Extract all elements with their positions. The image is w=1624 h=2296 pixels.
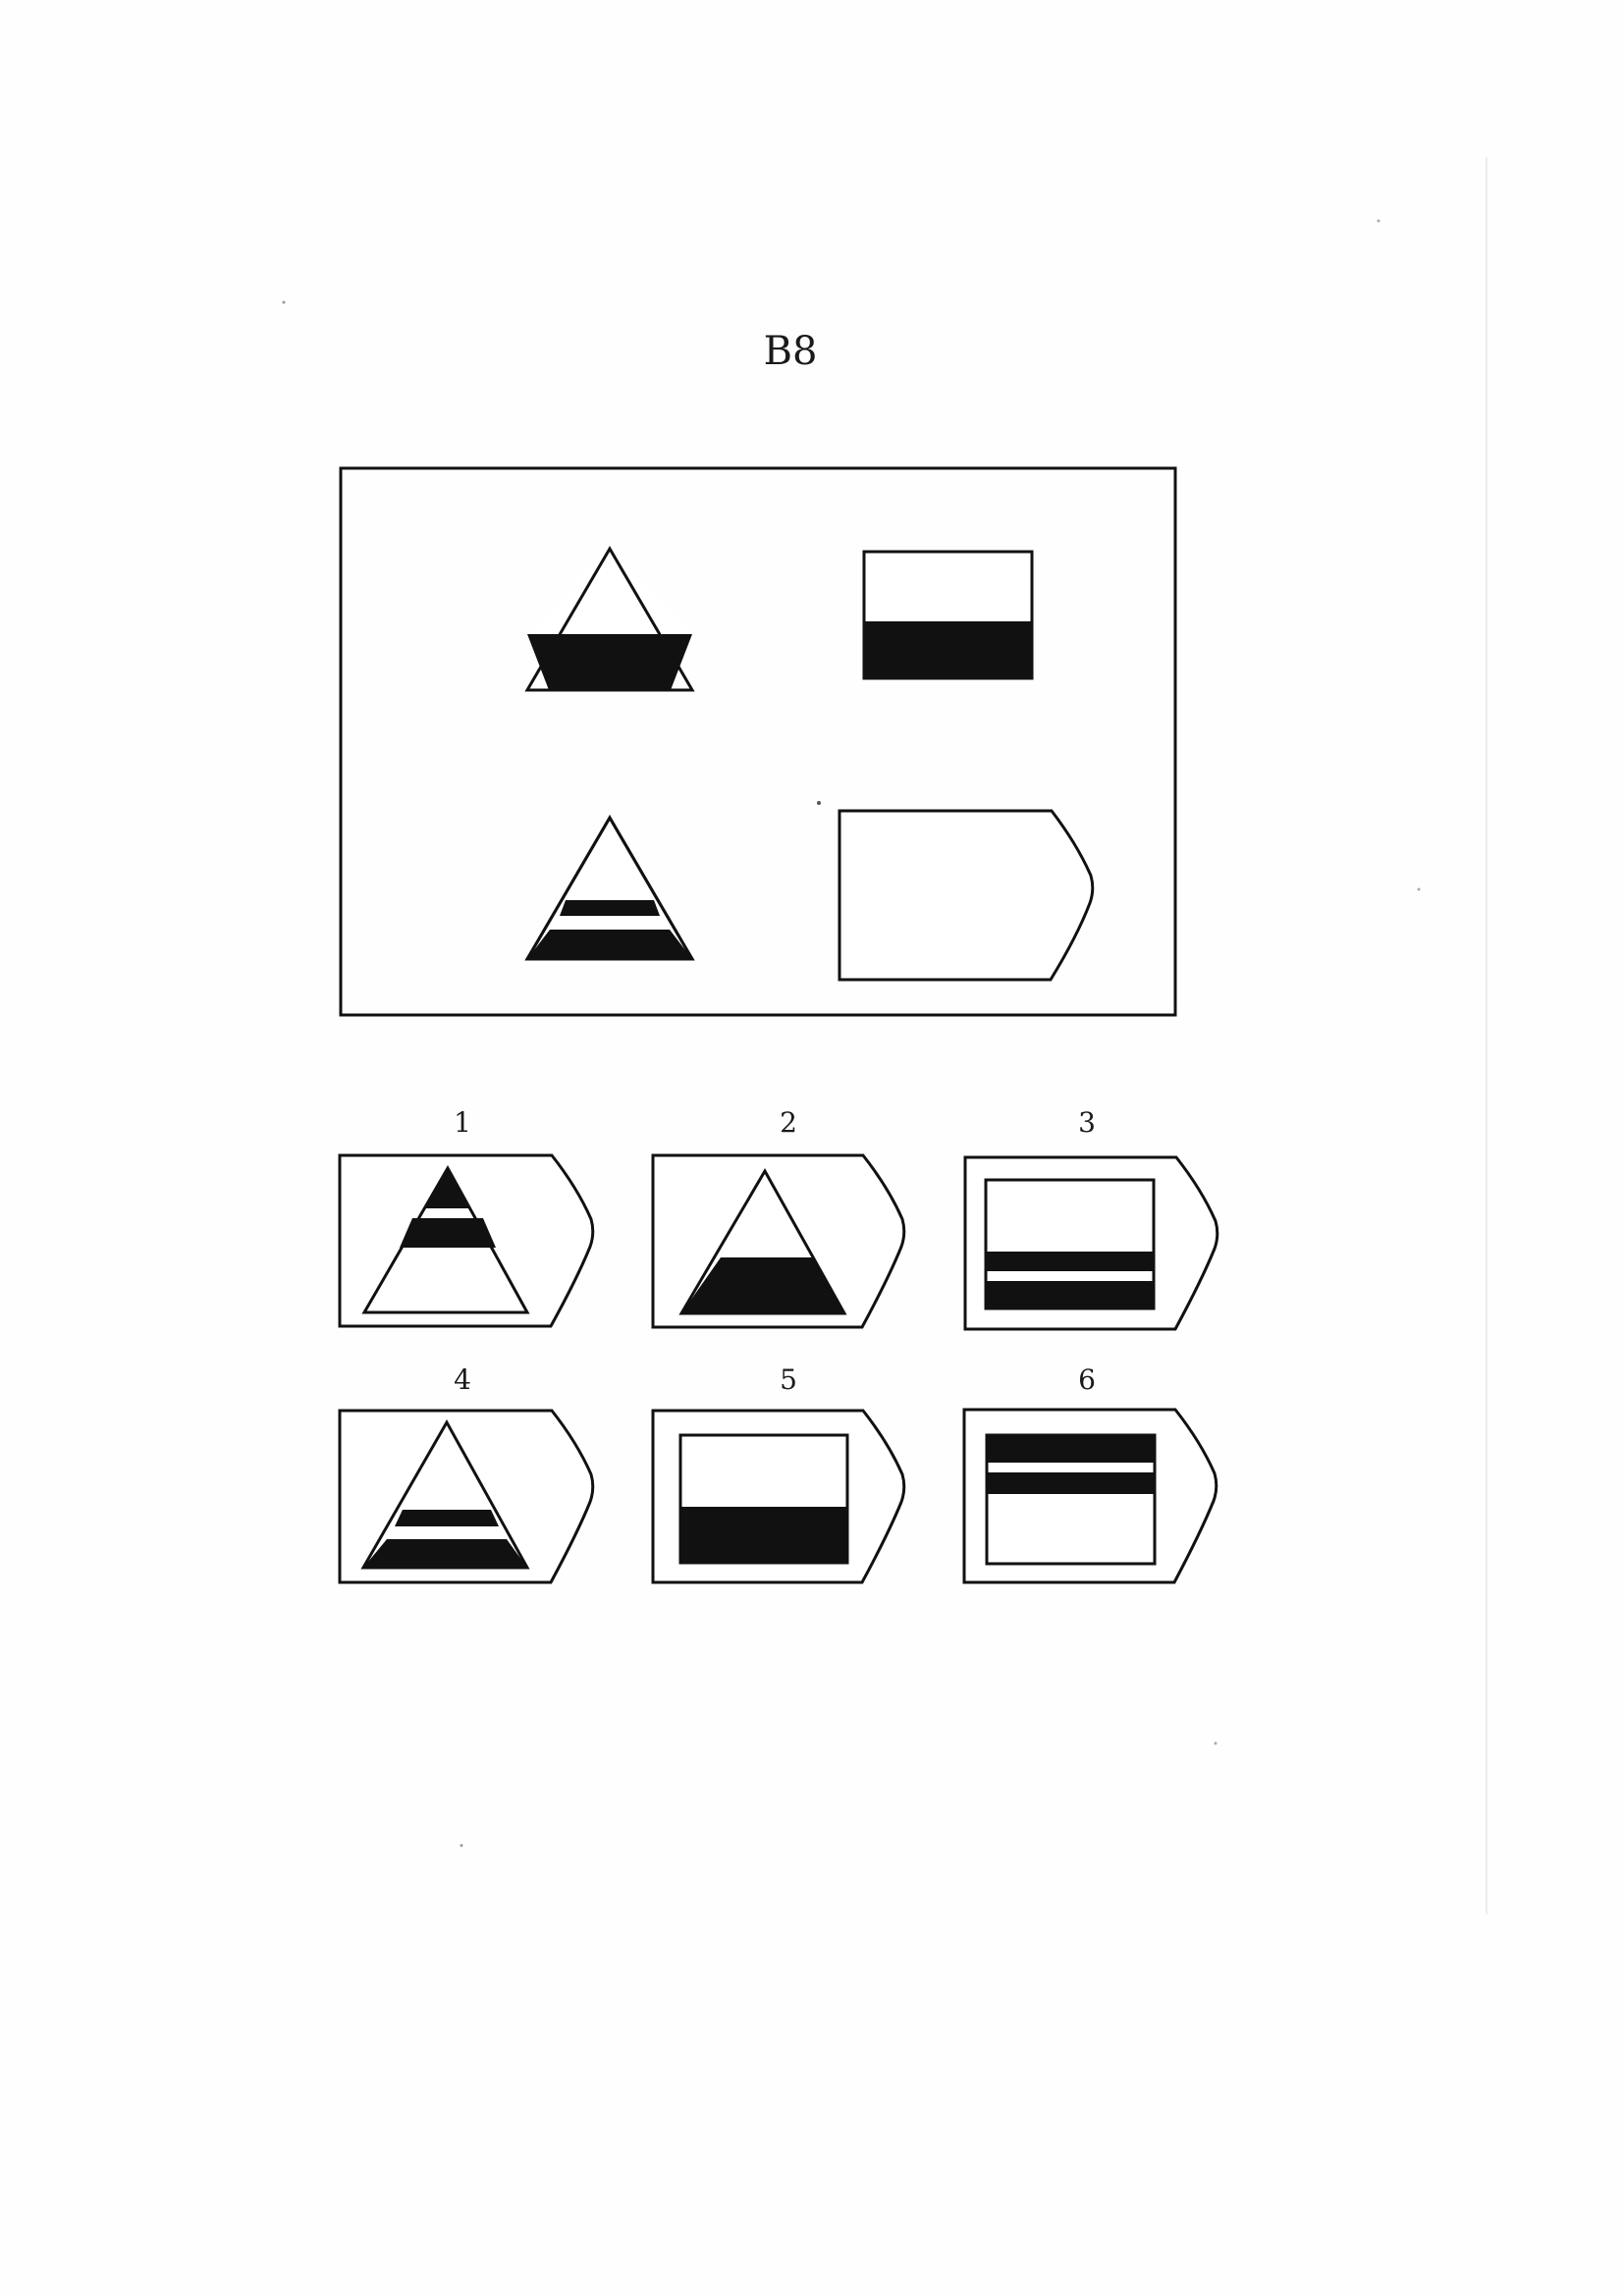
scan-speck [460,1843,463,1847]
scan-speck [1417,887,1421,891]
option-1-label: 1 [454,1106,471,1139]
scan-speck [282,300,286,304]
option-4-label: 4 [454,1363,471,1396]
scan-speck [1214,1741,1218,1745]
option-5-shape[interactable] [651,1409,906,1584]
scan-speck [1377,219,1380,223]
cell-triangle-half-filled [524,546,695,692]
option-4-shape[interactable] [338,1409,595,1584]
option-2-label: 2 [780,1106,797,1139]
option-5-label: 5 [780,1363,797,1396]
option-2-shape[interactable] [651,1153,906,1329]
option-3-shape[interactable] [963,1155,1219,1331]
cell-rectangle-half-filled [862,550,1034,680]
option-1-shape[interactable] [338,1153,595,1328]
cell-triangle-banded [524,815,695,961]
puzzle-frame [339,466,1177,1017]
item-title: B8 [763,329,818,374]
scan-speck [817,801,821,805]
option-3-label: 3 [1078,1106,1096,1139]
option-6-label: 6 [1078,1363,1096,1396]
empty-answer-slot [838,809,1095,982]
option-6-shape[interactable] [962,1408,1218,1584]
